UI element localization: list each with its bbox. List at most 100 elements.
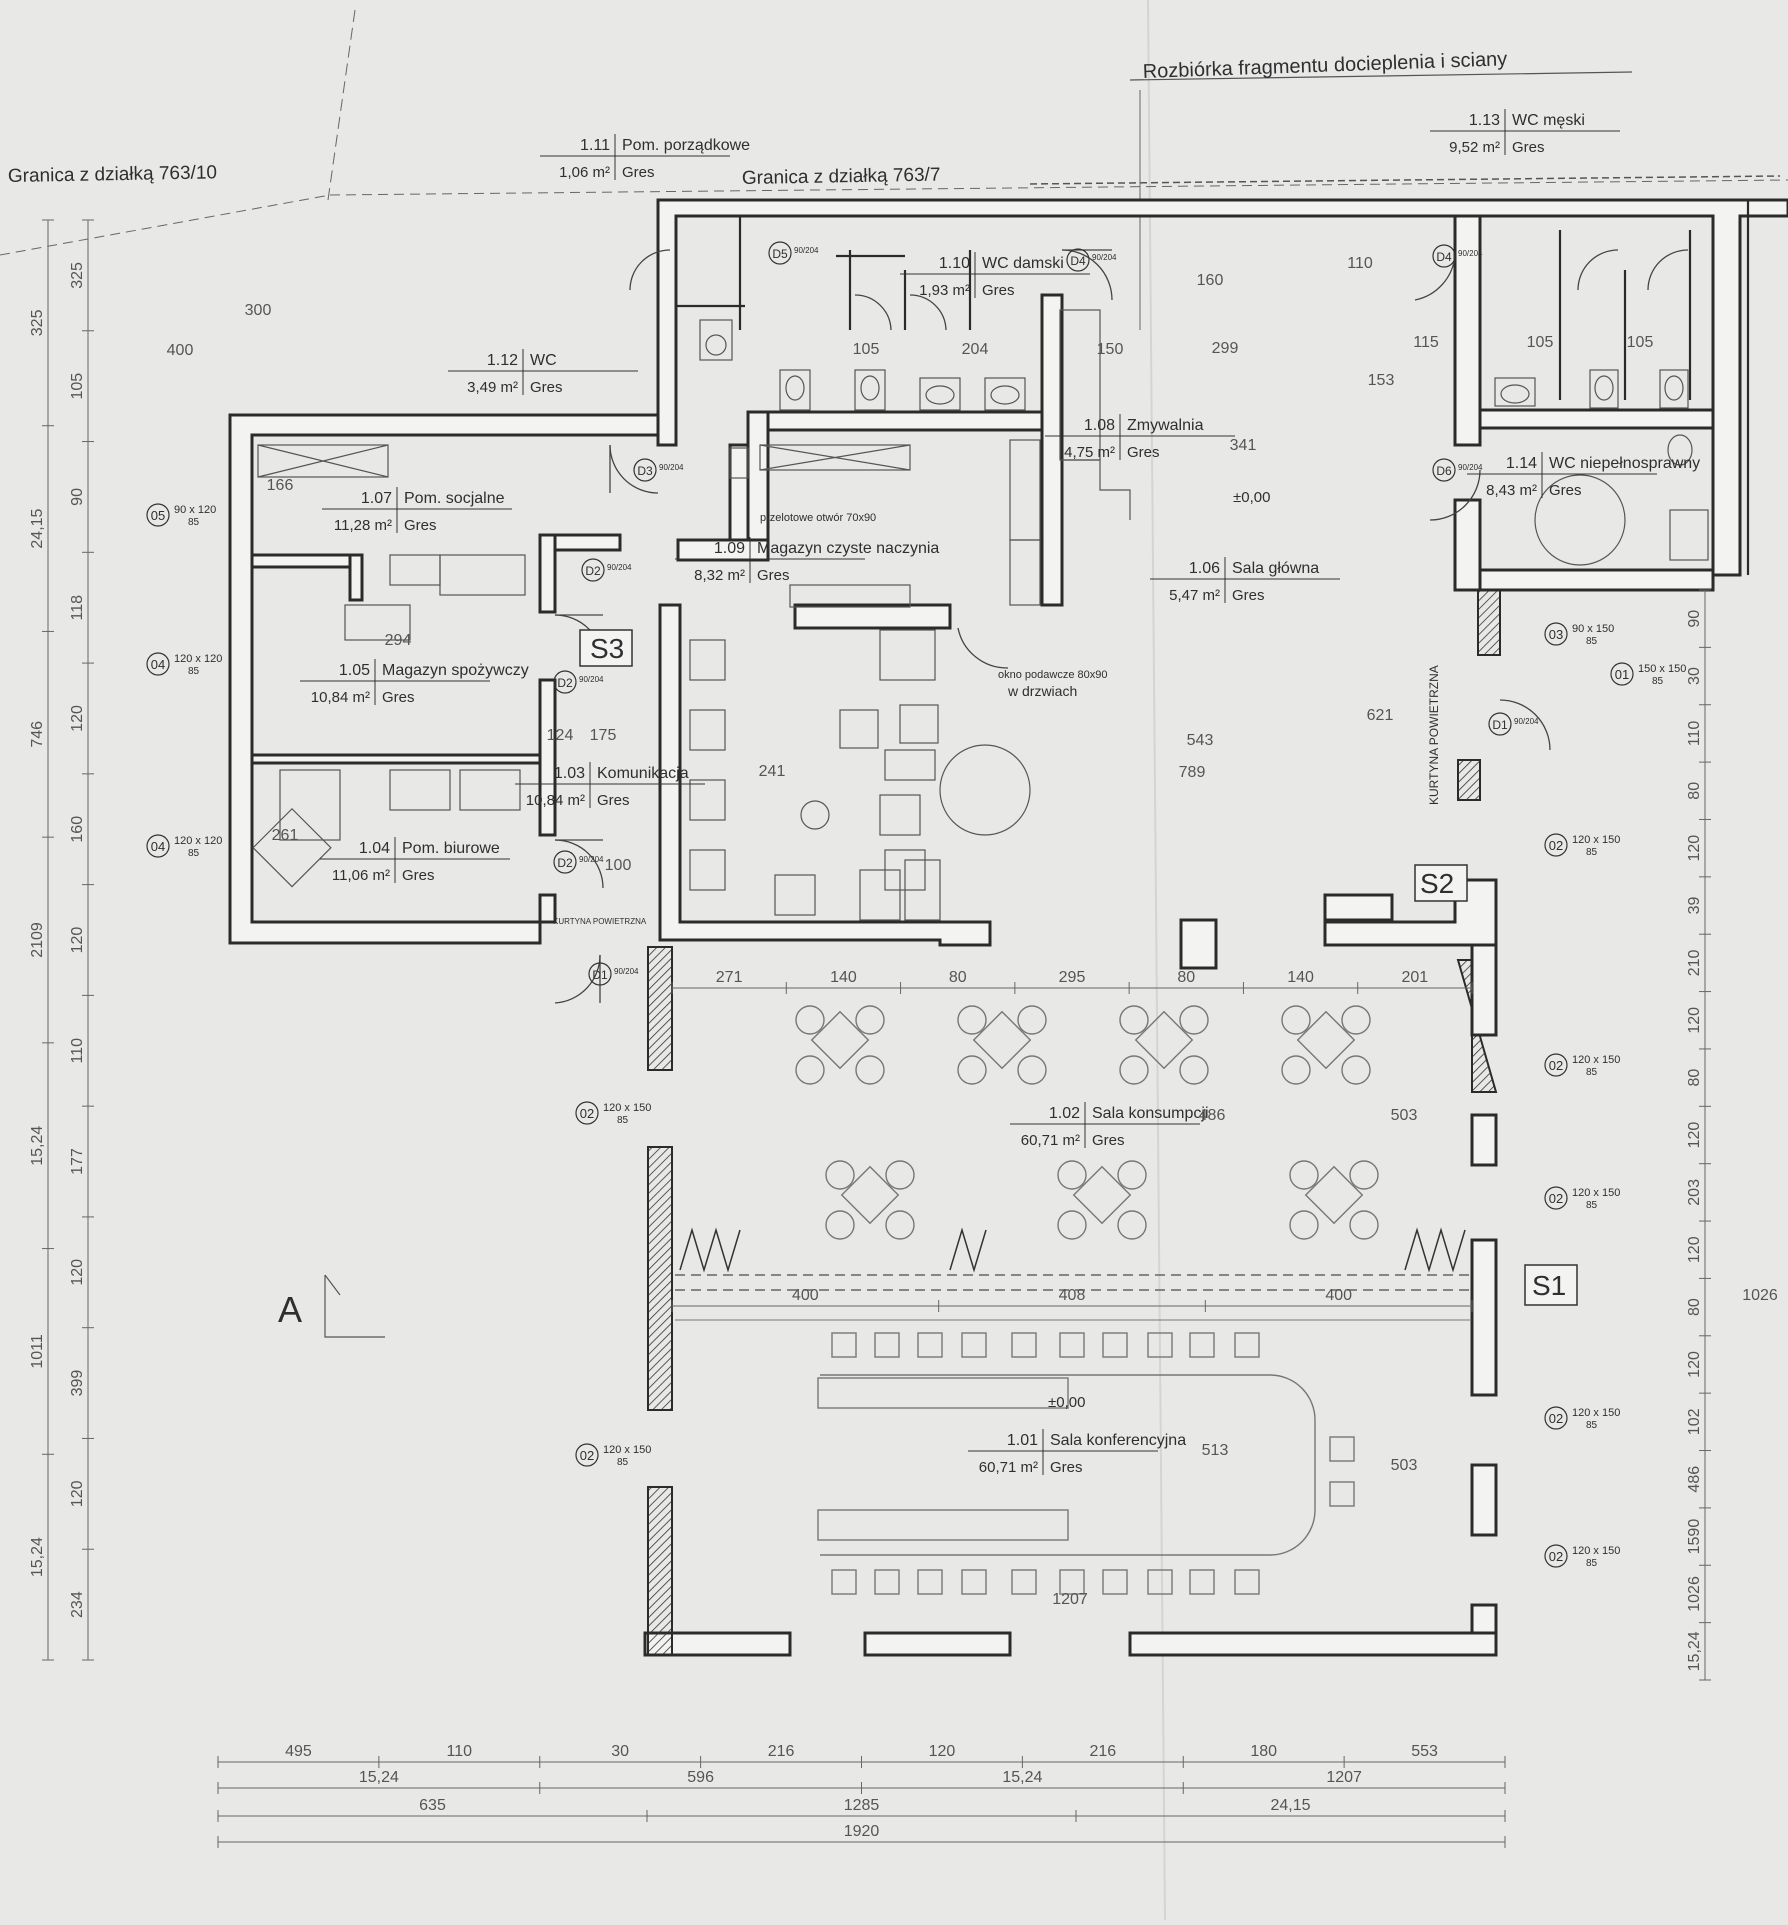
dimension-value: 234 <box>69 1591 86 1618</box>
window-size: 120 x 150 <box>1572 1187 1620 1199</box>
window-size: 120 x 150 <box>1572 1407 1620 1419</box>
dimension-value: 543 <box>1187 732 1214 749</box>
room-area: 11,06 m² <box>332 867 390 884</box>
level-conf: ±0,00 <box>1048 1394 1085 1411</box>
dimension-value: 746 <box>29 721 46 748</box>
dimension-value: 110 <box>1686 721 1703 747</box>
dimension-value: 325 <box>69 262 86 289</box>
dimension-value: 102 <box>1686 1408 1703 1435</box>
dimension-value: 216 <box>768 1743 795 1760</box>
dimension-value: 110 <box>69 1038 86 1064</box>
dimension-value: 1285 <box>844 1797 880 1814</box>
room-name: Sala konferencyjna <box>1050 1432 1186 1449</box>
dimension-value: 503 <box>1391 1457 1418 1474</box>
dimension-value: 120 <box>69 705 86 732</box>
window-size: 120 x 150 <box>603 1102 651 1114</box>
dimension-value: 1011 <box>29 1334 46 1369</box>
door-tag-number: D2 <box>557 676 573 690</box>
dimension-value: 596 <box>687 1769 714 1786</box>
window-sill: 85 <box>617 1115 629 1126</box>
dimension-value: 24,15 <box>29 508 46 548</box>
dimension-value: 80 <box>1686 1069 1703 1087</box>
dimension-value: 140 <box>830 969 857 986</box>
room-number: 1.14 <box>1506 455 1537 472</box>
dimension-value: 80 <box>1686 1298 1703 1316</box>
dimension-value: 120 <box>69 1480 86 1507</box>
room-floor: Gres <box>382 689 415 706</box>
window-tag-number: 02 <box>1549 838 1563 853</box>
dimension-value: 120 <box>929 1743 956 1760</box>
door-size: 90/204 <box>614 967 639 976</box>
dimension-value: 80 <box>949 969 967 986</box>
window-sill: 85 <box>188 848 200 859</box>
room-number: 1.13 <box>1469 112 1500 129</box>
door-size: 90/204 <box>1458 463 1483 472</box>
room-floor: Gres <box>1050 1459 1083 1476</box>
dimension-value: 241 <box>759 763 786 780</box>
room-area: 8,32 m² <box>694 567 745 584</box>
window-size: 90 x 150 <box>1572 623 1614 635</box>
door-swings <box>554 249 1689 1004</box>
dimension-value: 120 <box>69 927 86 954</box>
room-floor: Gres <box>404 517 437 534</box>
section-s3: S3 <box>590 633 624 664</box>
dimension-value: 408 <box>1059 1287 1086 1304</box>
dimension-value: 203 <box>1686 1179 1703 1206</box>
boundary-right-label: Granica z działką 763/7 <box>742 165 941 189</box>
boundary-left-label: Granica z działką 763/10 <box>8 162 217 187</box>
dimension-value: 105 <box>69 373 86 400</box>
door-tag-number: D2 <box>557 856 573 870</box>
dimension-value: 120 <box>1686 1122 1703 1149</box>
room-area: 3,49 m² <box>467 379 518 396</box>
dimension-value: 153 <box>1368 372 1395 389</box>
room-number: 1.09 <box>714 540 745 557</box>
dimension-value: 341 <box>1230 437 1257 454</box>
dimension-value: 1207 <box>1326 1769 1362 1786</box>
window-size: 120 x 150 <box>1572 1054 1620 1066</box>
dimension-value: 513 <box>1202 1442 1229 1459</box>
room-floor: Gres <box>757 567 790 584</box>
window-tag-number: 02 <box>1549 1549 1563 1564</box>
dimension-value: 166 <box>267 477 294 494</box>
door-tag-number: D2 <box>585 564 601 578</box>
window-sill: 85 <box>1586 1200 1598 1211</box>
dimension-value: 105 <box>853 341 880 358</box>
dimension-value: 105 <box>1627 334 1654 351</box>
dimension-value: 15,24 <box>1002 1769 1042 1786</box>
window-tag-number: 03 <box>1549 627 1563 642</box>
window-tag-number: 02 <box>580 1106 594 1121</box>
window-tag-number: 02 <box>1549 1058 1563 1073</box>
window-tag-number: 02 <box>1549 1411 1563 1426</box>
door-tag-number: D6 <box>1436 464 1452 478</box>
window-size: 120 x 120 <box>174 653 222 665</box>
door-size: 90/204 <box>1514 717 1539 726</box>
door-tag-number: D1 <box>592 968 608 982</box>
room-floor: Gres <box>1232 587 1265 604</box>
window-tag-number: 02 <box>1549 1191 1563 1206</box>
room-name: Zmywalnia <box>1127 417 1204 434</box>
dimension-value: 271 <box>716 969 743 986</box>
window-sill: 85 <box>617 1457 629 1468</box>
room-name: WC damski <box>982 255 1064 272</box>
